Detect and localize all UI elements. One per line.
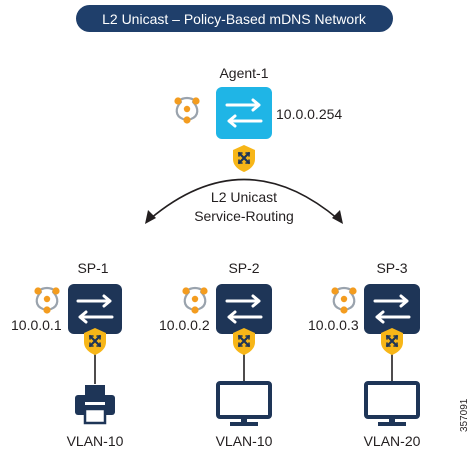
sp3-ip: 10.0.0.3 <box>308 317 359 333</box>
arc-arrowhead-right <box>332 210 343 224</box>
sp2-name: SP-2 <box>228 260 259 276</box>
sp1-vlan: VLAN-10 <box>67 433 124 449</box>
sp1-ip: 10.0.0.1 <box>11 317 62 333</box>
link-label-line2: Service-Routing <box>194 208 294 224</box>
sp2-shield-icon <box>231 326 257 357</box>
sp3-name: SP-3 <box>376 260 407 276</box>
sp3-service-icon <box>330 286 358 315</box>
figure-id: 357091 <box>459 398 470 432</box>
sp2-vlan: VLAN-10 <box>216 433 273 449</box>
diagram-title: L2 Unicast – Policy-Based mDNS Network <box>102 11 367 27</box>
sp1-shield-icon <box>82 326 108 357</box>
sp2-switch-icon <box>216 284 272 334</box>
sp3-shield-icon <box>379 326 405 357</box>
agent-shield-icon <box>231 143 257 174</box>
arc-arrowhead-left <box>145 210 156 224</box>
printer-icon <box>75 385 115 425</box>
sp2-ip: 10.0.0.2 <box>159 317 210 333</box>
link-label-line1: L2 Unicast <box>211 189 277 205</box>
sp2-service-icon <box>181 286 209 315</box>
agent-switch-icon <box>216 87 272 139</box>
sp3-vlan: VLAN-20 <box>364 433 421 449</box>
monitor-icon <box>216 381 272 426</box>
agent-ip: 10.0.0.254 <box>276 106 342 122</box>
monitor-icon <box>364 381 420 426</box>
agent-name: Agent-1 <box>219 65 268 81</box>
sp3-switch-icon <box>364 284 420 334</box>
sp1-service-icon <box>33 286 61 315</box>
title-banner <box>76 5 393 32</box>
sp1-switch-icon <box>68 284 122 334</box>
agent-service-icon <box>173 96 201 125</box>
service-routing-arc <box>149 178 339 220</box>
sp1-name: SP-1 <box>77 260 108 276</box>
